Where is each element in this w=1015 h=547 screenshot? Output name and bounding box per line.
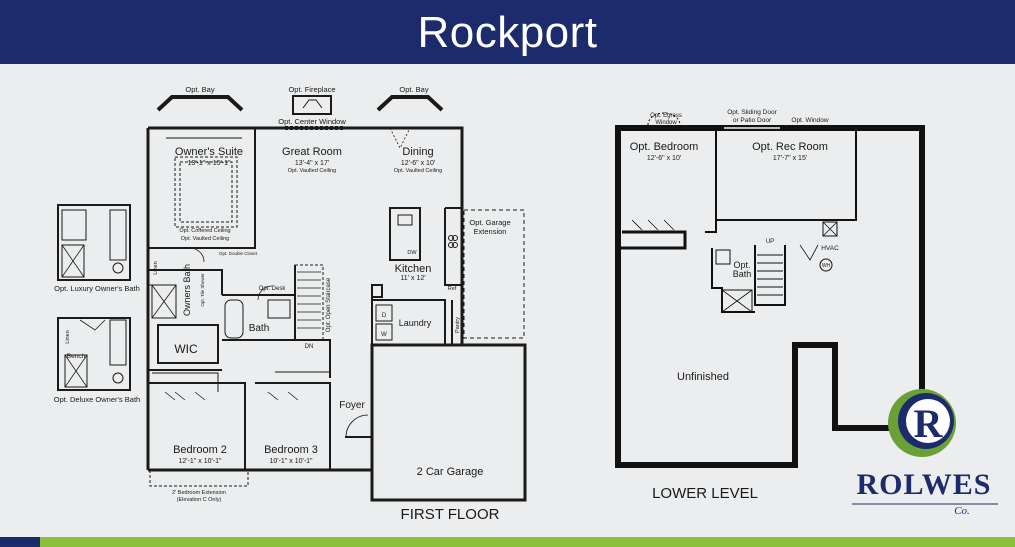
opt-bath-line1: Opt.	[733, 260, 750, 270]
kitchen-label: Kitchen	[395, 263, 432, 275]
first-floor-labels: Opt. Bay Opt. Fireplace Opt. Bay Opt. Ce…	[54, 85, 511, 523]
first-floor-walls	[146, 126, 527, 502]
bedroom3-dim: 10'-1" x 10'-1"	[269, 458, 313, 465]
garage-label: 2 Car Garage	[417, 466, 484, 478]
dryer-label: D	[382, 313, 387, 319]
bench-label: Bench	[67, 353, 86, 360]
deluxe-linen-label: Linen	[65, 330, 71, 343]
up-label: UP	[766, 239, 774, 245]
logo-co: Co.	[954, 505, 970, 517]
lower-level-labels: Opt. Egress Window Opt. Sliding Door or …	[630, 109, 839, 502]
ref-label: Ref	[448, 286, 457, 292]
washer-label: W	[381, 332, 387, 338]
first-floor-options	[156, 95, 444, 130]
opt-center-window-label: Opt. Center Window	[278, 117, 346, 126]
title-banner: Rockport	[0, 0, 1015, 64]
bedroom2-label: Bedroom 2	[173, 444, 227, 456]
opt-luxury-bath-drawing	[57, 204, 131, 281]
bedroom2-dim: 12'-1" x 10'-1"	[178, 458, 222, 465]
coffered-ceiling-label: Opt. Coffered Ceiling	[179, 228, 230, 234]
wic-label: WIC	[174, 342, 198, 356]
unfinished-label: Unfinished	[677, 371, 729, 383]
owners-suite-label: Owner's Suite	[175, 146, 243, 158]
dw-label: DW	[407, 250, 417, 256]
luxury-bath-label: Opt. Luxury Owner's Bath	[54, 284, 140, 293]
dining-label: Dining	[402, 146, 433, 158]
opt-sliding-door-line2: or Patio Door	[733, 117, 772, 124]
owners-bath-label: Owners Bath	[182, 264, 192, 316]
opt-bay-left-label: Opt. Bay	[185, 85, 214, 94]
garage-extension-line1: Opt. Garage	[469, 218, 510, 227]
bedroom-extension-line1: 2' Bedroom Extension	[172, 490, 226, 496]
opt-fireplace-label: Opt. Fireplace	[288, 85, 335, 94]
opt-window-label: Opt. Window	[791, 117, 829, 124]
bath-label: Bath	[249, 323, 270, 334]
logo-name: ROLWES	[857, 468, 992, 501]
opt-bedroom-label: Opt. Bedroom	[630, 141, 698, 153]
garage-extension-line2: Extension	[474, 227, 507, 236]
owners-vaulted-label: Opt. Vaulted Ceiling	[181, 236, 230, 242]
dining-dim: 12'-6" x 10'	[401, 160, 435, 167]
opt-rec-room-dim: 17'-7" x 15'	[773, 155, 807, 162]
opt-egress-window-line2: Window	[655, 120, 677, 126]
opt-tile-shower-label: Opt. Tile Shower	[200, 273, 205, 307]
first-floor-heading: FIRST FLOOR	[401, 506, 500, 523]
opt-double-closet-label: Opt. Double Closet	[219, 251, 258, 256]
great-room-note: Opt. Vaulted Ceiling	[288, 168, 337, 174]
laundry-label: Laundry	[399, 318, 432, 328]
opt-rec-room-label: Opt. Rec Room	[752, 141, 828, 153]
bedroom-extension-line2: (Elevation C Only)	[177, 497, 222, 503]
opt-egress-window-line1: Opt. Egress	[650, 113, 682, 119]
linen-label: Linen	[153, 261, 159, 274]
logo-letter: R	[914, 401, 944, 446]
dining-note: Opt. Vaulted Ceiling	[394, 168, 443, 174]
bottom-accent-blue	[0, 537, 40, 547]
lower-level-walls	[615, 112, 925, 468]
opt-desk-label: Opt. Desk	[259, 286, 287, 292]
great-room-dim: 13'-4" x 17'	[295, 160, 329, 167]
opt-deluxe-bath-drawing	[57, 317, 131, 391]
plan-title: Rockport	[417, 8, 598, 57]
foyer-label: Foyer	[339, 400, 365, 411]
rolwes-logo: R ROLWES Co.	[852, 389, 998, 517]
opt-bath-line2: Bath	[733, 269, 752, 279]
kitchen-dim: 11' x 12'	[400, 275, 425, 282]
wh-label: WH	[822, 263, 831, 269]
opt-sliding-door-line1: Opt. Sliding Door	[727, 109, 777, 116]
bottom-accent-bar	[0, 537, 1015, 547]
deluxe-bath-label: Opt. Deluxe Owner's Bath	[54, 395, 140, 404]
hvac-label: HVAC	[821, 245, 839, 252]
opt-bay-right-label: Opt. Bay	[399, 85, 428, 94]
owners-suite-dim: 13'-1" x 15'-1"	[187, 160, 231, 167]
dn-label: DN	[305, 344, 314, 350]
lower-level-heading: LOWER LEVEL	[652, 485, 758, 502]
opt-bedroom-dim: 12'-6" x 10'	[647, 155, 681, 162]
great-room-label: Great Room	[282, 146, 342, 158]
bedroom3-label: Bedroom 3	[264, 444, 318, 456]
pantry-label: Pantry	[455, 317, 461, 333]
opt-open-staircase-label: Opt. Open Staircase	[326, 277, 332, 332]
